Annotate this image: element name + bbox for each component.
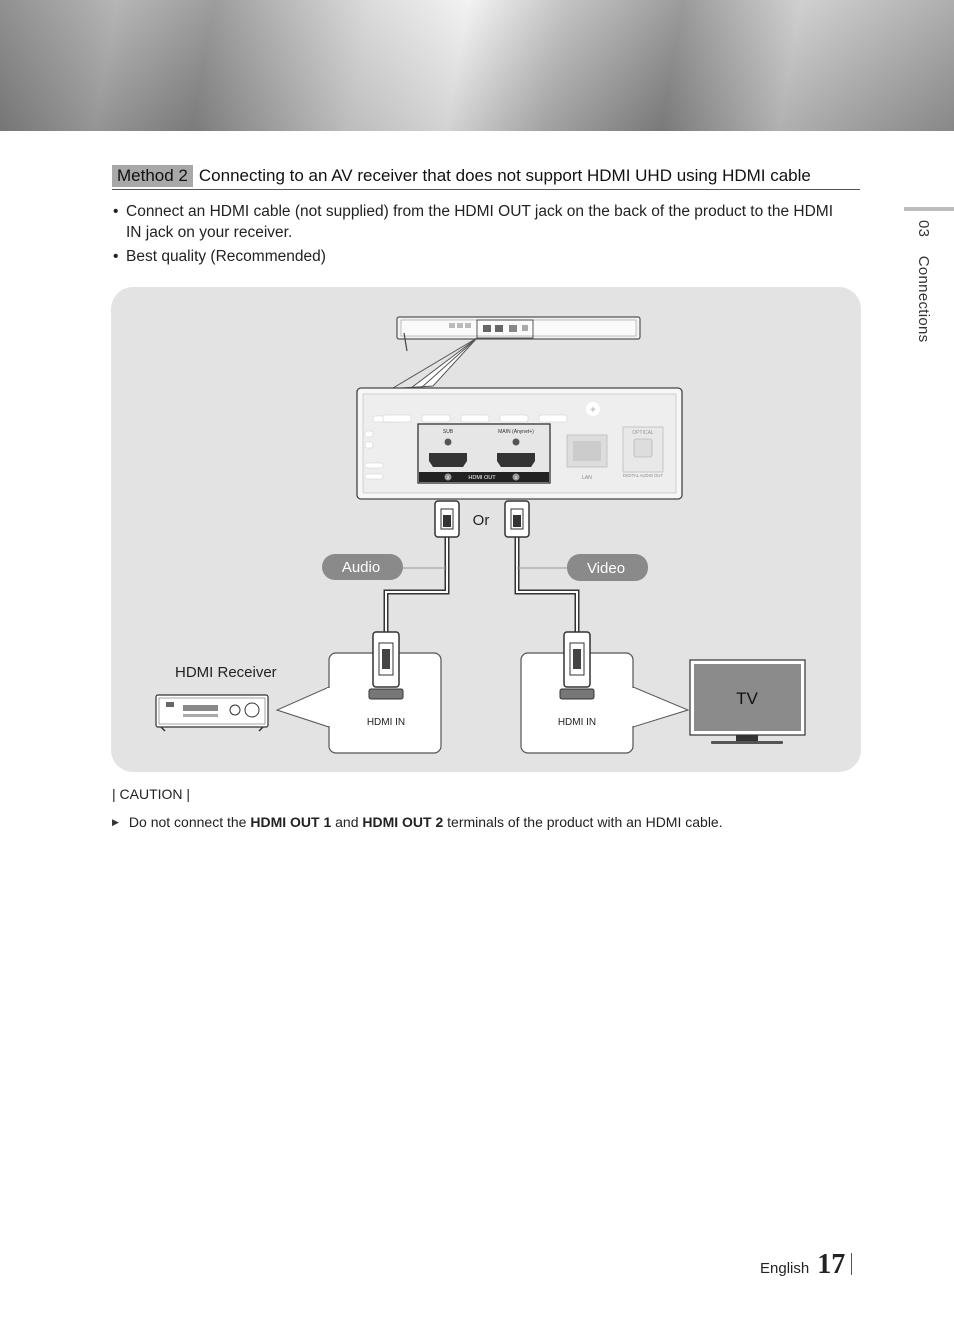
audio-badge: Audio (322, 554, 403, 580)
port-2-number: 2 (447, 475, 450, 480)
side-tab-marker (904, 207, 954, 211)
heading-title: Connecting to an AV receiver that does n… (198, 166, 811, 185)
hdmi-cables (383, 537, 580, 632)
port-1-number: 1 (515, 475, 518, 480)
audio-label: Audio (342, 559, 380, 576)
tv-label: TV (736, 689, 758, 708)
side-tab-label: 03 Connections (908, 220, 932, 360)
triangle-bullet-icon: ▶ (112, 816, 119, 827)
sub-port-label: SUB (443, 429, 454, 435)
method-tag: Method 2 (112, 165, 193, 187)
hdmi-in-label-tv: HDMI IN (558, 717, 596, 728)
digital-audio-out-label: DIGITAL AUDIO OUT (623, 473, 663, 478)
main-port-label: MAIN (Anynet+) (498, 429, 534, 435)
rear-panel-zoom: ✦ SUB MAIN (Anynet+) HDMI OUT 2 1 LAN OP… (356, 387, 683, 500)
video-badge: Video (567, 554, 648, 581)
tv-icon: TV (689, 659, 806, 744)
connection-diagram: ✦ SUB MAIN (Anynet+) HDMI OUT 2 1 LAN OP… (111, 287, 861, 772)
instruction-list: Connect an HDMI cable (not supplied) fro… (112, 201, 852, 270)
caution-item: ▶ Do not connect the HDMI OUT 1 and HDMI… (112, 814, 723, 830)
video-label: Video (587, 560, 625, 577)
list-item: Connect an HDMI cable (not supplied) fro… (112, 201, 852, 243)
receiver-icon (155, 694, 269, 732)
page-footer: English 17 (760, 1249, 853, 1280)
hdmi-in-box-tv: HDMI IN (520, 631, 634, 754)
list-item: Best quality (Recommended) (112, 246, 852, 267)
footer-language: English (760, 1260, 810, 1277)
chapter-title: Connections (915, 255, 932, 343)
caution-heading: | CAUTION | (112, 786, 191, 802)
hdmi-in-box-receiver: HDMI IN (328, 631, 442, 754)
hdmi-receiver-label: HDMI Receiver (175, 664, 277, 681)
hdmi-out-label: HDMI OUT (468, 475, 496, 481)
diagram-svg: ✦ SUB MAIN (Anynet+) HDMI OUT 2 1 LAN OP… (155, 316, 806, 754)
footer-divider (851, 1253, 853, 1275)
hdmi-in-label-receiver: HDMI IN (367, 717, 405, 728)
caution-text-before: Do not connect the (128, 814, 251, 830)
header-banner (0, 0, 954, 131)
hdmi-plug-audio (434, 500, 460, 538)
caution-bold-hdmi-out-2: HDMI OUT 2 (362, 814, 444, 830)
svg-text:✦: ✦ (589, 405, 597, 416)
optical-label: OPTICAL (632, 430, 654, 436)
caution-bold-hdmi-out-1: HDMI OUT 1 (250, 814, 332, 830)
lan-label: LAN (582, 475, 592, 481)
section-heading: Method 2 Connecting to an AV receiver th… (112, 163, 860, 190)
hdmi-plug-video (504, 500, 530, 538)
or-label: Or (473, 512, 490, 529)
caution-text-after: terminals of the product with an HDMI ca… (443, 814, 723, 830)
caution-text-mid: and (331, 814, 363, 830)
page-number: 17 (817, 1249, 846, 1280)
player-icon (396, 316, 641, 352)
chapter-number: 03 (915, 220, 932, 238)
